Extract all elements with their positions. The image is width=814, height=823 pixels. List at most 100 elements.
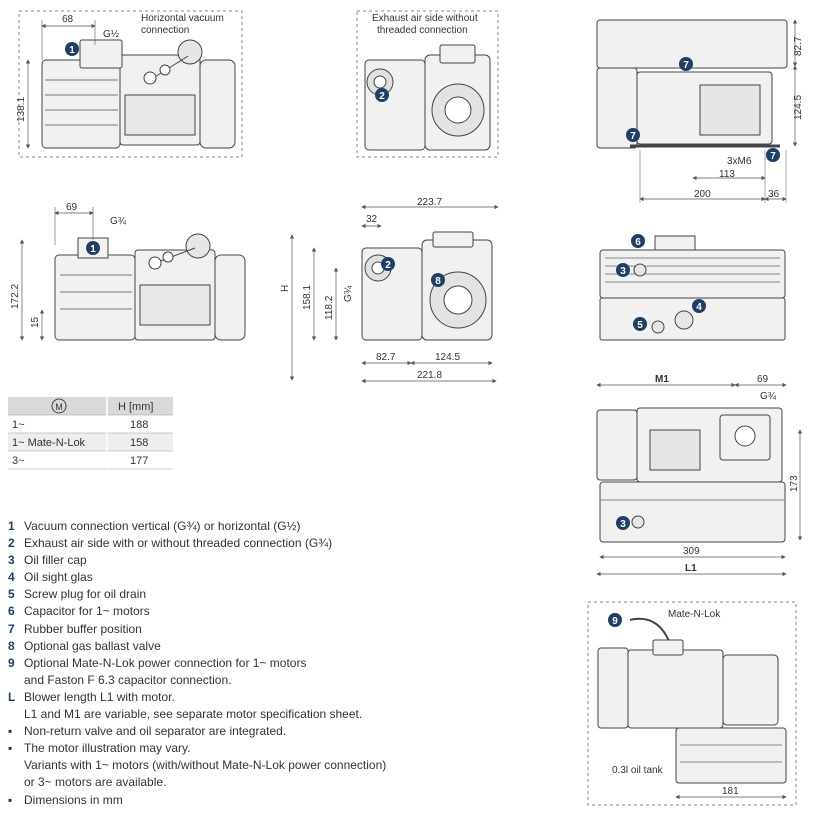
svg-text:3: 3 bbox=[620, 519, 626, 530]
svg-text:3: 3 bbox=[620, 266, 626, 277]
legend-text: Oil filler cap bbox=[24, 553, 87, 568]
legend-item: Variants with 1~ motors (with/without Ma… bbox=[8, 757, 448, 774]
dim-158-1: 158.1 bbox=[302, 285, 313, 310]
pump-plan-view bbox=[596, 407, 786, 543]
legend-item: ▪ Non-return valve and oil separator are … bbox=[8, 723, 448, 740]
legend-key: 1 bbox=[8, 519, 15, 533]
dim-36: 36 bbox=[768, 189, 780, 200]
legend-key bbox=[8, 757, 24, 774]
note-line-1: Exhaust air side without bbox=[372, 13, 478, 24]
svg-text:2: 2 bbox=[385, 260, 391, 271]
pump-body bbox=[41, 39, 236, 149]
note-line-2: connection bbox=[141, 25, 189, 36]
badge-5: 5 bbox=[633, 317, 647, 331]
svg-text:7: 7 bbox=[683, 60, 689, 71]
legend-item: L Blower length L1 with motor. bbox=[8, 689, 448, 706]
badge-3: 3 bbox=[616, 263, 630, 277]
view-top-left: 68 G½ 138.1 Horizontal vacuum connection… bbox=[16, 10, 243, 158]
legend-text: Non-return valve and oil separator are i… bbox=[24, 724, 287, 739]
dims-bottom-right bbox=[596, 382, 803, 577]
row-2-motor: 3~ bbox=[12, 455, 25, 467]
dim-172-2: 172.2 bbox=[10, 284, 21, 309]
legend-text: Rubber buffer position bbox=[24, 621, 142, 636]
dim-M1: M1 bbox=[655, 374, 669, 385]
view-frame bbox=[18, 10, 243, 158]
legend-item: 1 Vacuum connection vertical (G¾) or hori… bbox=[8, 518, 448, 535]
legend-key: 7 bbox=[8, 621, 15, 636]
badge-2b: 2 bbox=[381, 257, 395, 271]
view-top-right: 82.7 124.5 3xM6 113 200 36 7 7 7 bbox=[596, 19, 804, 203]
legend-key: ▪ bbox=[8, 792, 13, 807]
dim-82-7: 82.7 bbox=[376, 352, 396, 363]
legend-text: Blower length L1 with motor. bbox=[24, 689, 175, 704]
pump-end-view bbox=[361, 231, 493, 341]
legend-key bbox=[8, 672, 24, 689]
dims-mid-middle bbox=[289, 204, 499, 384]
pump-mate-view bbox=[597, 617, 787, 784]
legend-item: ▪ The motor illustration may vary. bbox=[8, 740, 448, 757]
dim-138-1: 138.1 bbox=[16, 97, 27, 122]
legend-text: Exhaust air side with or without threade… bbox=[24, 536, 333, 551]
badge-8: 8 bbox=[431, 273, 445, 287]
row-1-h: 158 bbox=[130, 437, 148, 449]
view-mid-right: 6 3 4 5 bbox=[599, 234, 786, 341]
legend-key: L bbox=[8, 689, 16, 704]
legend-text: Vacuum connection vertical (G¾) or horiz… bbox=[24, 519, 301, 533]
dim-200: 200 bbox=[694, 189, 711, 200]
badge-7a: 7 bbox=[679, 57, 693, 71]
row-1-motor: 1~ Mate-N-Lok bbox=[12, 437, 86, 449]
pump-side-view bbox=[599, 235, 786, 341]
view-bottom-right: M1 69 G¾ 173 309 L1 3 bbox=[596, 374, 803, 577]
legend-text: and Faston F 6.3 capacitor connection. bbox=[24, 672, 232, 687]
legend-text: Screw plug for oil drain bbox=[24, 587, 147, 602]
legend-text: The motor illustration may vary. bbox=[24, 741, 191, 756]
svg-text:4: 4 bbox=[696, 302, 702, 313]
dim-113: 113 bbox=[719, 169, 735, 180]
legend-text: Optional gas ballast valve bbox=[24, 638, 161, 653]
svg-text:2: 2 bbox=[379, 91, 385, 102]
dim-69: 69 bbox=[757, 374, 769, 385]
dim-309: 309 bbox=[683, 546, 700, 557]
legend-key: ▪ bbox=[8, 724, 13, 739]
thread-label: G¾ bbox=[760, 391, 777, 402]
motor-symbol-icon bbox=[51, 398, 67, 414]
legend-item: or 3~ motors are available. bbox=[8, 774, 448, 791]
legend-text: Oil sight glas bbox=[24, 570, 93, 585]
svg-text:1: 1 bbox=[69, 45, 75, 56]
dim-223-7: 223.7 bbox=[417, 197, 442, 208]
dim-68: 68 bbox=[62, 14, 74, 25]
dim-181: 181 bbox=[722, 786, 739, 797]
legend-key: 5 bbox=[8, 587, 15, 602]
view-frame bbox=[356, 10, 499, 158]
dim-118-2: 118.2 bbox=[324, 295, 335, 320]
legend-key bbox=[8, 706, 24, 723]
dim-124-5: 124.5 bbox=[435, 352, 460, 363]
dims-mid-left bbox=[19, 207, 94, 341]
tank-label: 0.3l oil tank bbox=[612, 765, 664, 776]
dim-32: 32 bbox=[366, 214, 378, 225]
svg-text:7: 7 bbox=[770, 151, 776, 162]
legend-item: ▪ Dimensions in mm bbox=[8, 792, 448, 809]
screw-label: 3xM6 bbox=[727, 156, 752, 167]
dim-173: 173 bbox=[789, 475, 800, 492]
pump-body bbox=[54, 233, 246, 341]
badge-1: 1 bbox=[65, 42, 79, 56]
svg-text:6: 6 bbox=[635, 237, 641, 248]
dim-H: H bbox=[280, 285, 291, 292]
legend-item: 7 Rubber buffer position bbox=[8, 621, 448, 638]
view-mid-left: 69 G¾ 172.2 15 1 bbox=[10, 202, 246, 341]
legend-key: ▪ bbox=[8, 741, 13, 756]
svg-text:8: 8 bbox=[435, 276, 441, 287]
badge-7c: 7 bbox=[766, 148, 780, 162]
legend-item: L1 and M1 are variable, see separate mot… bbox=[8, 706, 448, 723]
row-0-motor: 1~ bbox=[12, 419, 25, 431]
dim-124-5: 124.5 bbox=[793, 95, 804, 120]
svg-text:5: 5 bbox=[637, 320, 643, 331]
badge-7b: 7 bbox=[626, 128, 640, 142]
legend-text: Dimensions in mm bbox=[24, 792, 123, 807]
motor-symbol: M bbox=[55, 402, 63, 412]
